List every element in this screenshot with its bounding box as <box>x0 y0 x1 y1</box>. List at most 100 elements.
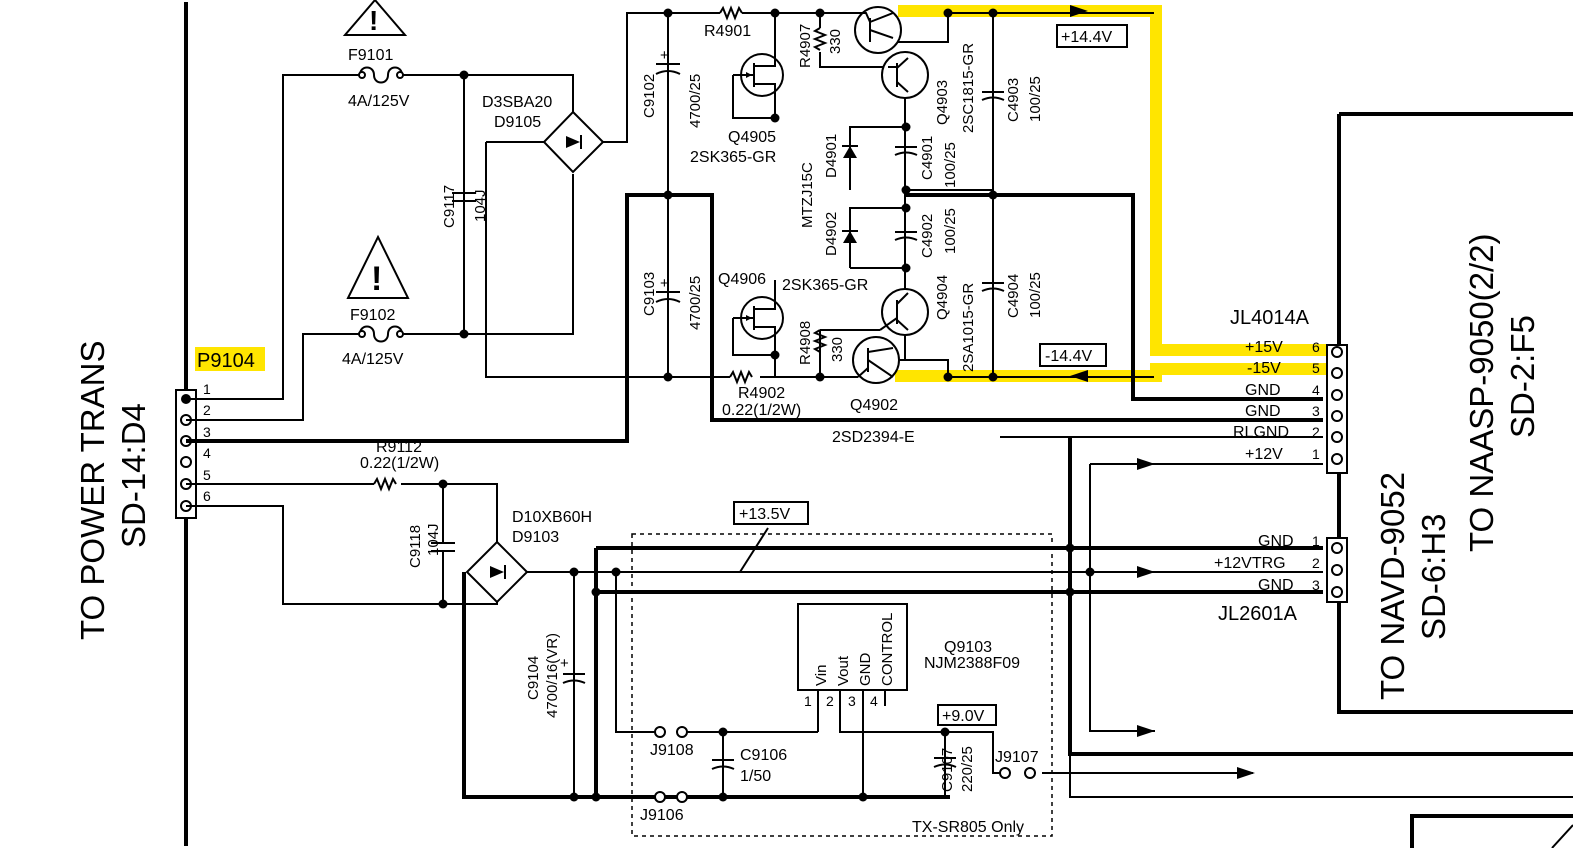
c9107-ref: C9107 <box>939 748 956 792</box>
svg-text:+: + <box>560 655 569 672</box>
c9107-val: 220/25 <box>959 746 976 792</box>
transistor-q4902: Q4902 2SD2394-E <box>832 336 915 446</box>
jl4014a-pin5-name: -15V <box>1247 360 1281 377</box>
p9104-label: P9104 <box>197 350 255 372</box>
r9112-val: 0.22(1/2W) <box>360 455 439 472</box>
c9117-val: 104J <box>472 189 489 222</box>
v135-text: +13.5V <box>739 506 790 523</box>
capacitor-c9118: C9118 104J <box>407 484 455 604</box>
c9106-ref: C9106 <box>740 747 787 764</box>
bottom-right-diagonal <box>1551 824 1573 848</box>
d4901-val: MTZJ15C <box>799 162 816 228</box>
q9103-pinnum-1: 1 <box>804 693 812 709</box>
jumper-j9108: J9108 <box>650 726 694 759</box>
q9103-ref: Q9103 <box>944 639 992 656</box>
capacitor-c9106: C9106 1/50 <box>711 747 787 785</box>
jl4014a-pin6-num: 6 <box>1312 339 1320 355</box>
fuse-f9102: F9102 4A/125V <box>342 307 404 368</box>
q9103-pin-vout: Vout <box>835 655 852 686</box>
resistor-r4902: R4902 0.22(1/2W) <box>722 369 801 419</box>
c4901-ref: C4901 <box>919 136 936 180</box>
warning-icon: ! <box>346 234 410 299</box>
c4902-ref: C4902 <box>919 214 936 258</box>
jl4014a-pin2-name: RLGND <box>1233 424 1289 441</box>
voltage-tag-14n: -14.4V <box>1039 343 1107 367</box>
jl2601a-label: JL2601A <box>1218 603 1298 625</box>
c9103-ref: C9103 <box>641 272 658 316</box>
jl2601a-pin1-num: 1 <box>1312 533 1320 549</box>
r9112-ref: R9112 <box>376 439 422 456</box>
capacitor-c9103: + C9103 4700/25 <box>641 272 704 330</box>
c9118-val: 104J <box>425 523 442 556</box>
arrow-right-icon <box>1237 767 1255 779</box>
connector-jl4014a: JL4014A +15V 6 -15V 5 GND 4 GND 3 RLGND … <box>1230 307 1348 474</box>
p9104-pin-3: 3 <box>203 424 211 440</box>
r4901-ref: R4901 <box>704 23 751 40</box>
capacitor-c4904: C4904 100/25 <box>981 272 1044 318</box>
jumper-j9107: J9107 <box>995 749 1039 779</box>
transistor-top <box>854 6 902 54</box>
jl2601a-pin3-name: GND <box>1258 577 1294 594</box>
r4908-ref: R4908 <box>797 321 814 365</box>
c9102-ref: C9102 <box>641 74 658 118</box>
resistor-r4901: R4901 <box>704 5 751 40</box>
q9103-pin-vin: Vin <box>813 665 830 686</box>
to-naasp-label: TO NAASP-9050(2/2) <box>1463 233 1500 552</box>
jl4014a-pin4-name: GND <box>1245 382 1281 399</box>
bridge-rectifier-d9105: D3SBA20 D9105 <box>482 94 605 174</box>
d9105-ref: D9105 <box>494 114 541 131</box>
c9103-val: 4700/25 <box>687 276 704 330</box>
regulator-ic-q9103: Vin Vout GND CONTROL 1 2 3 4 Q9103 NJM23… <box>797 603 1020 709</box>
q9103-pin-gnd: GND <box>857 653 874 687</box>
fet-q4905: Q4905 2SK365-GR <box>690 53 784 166</box>
v14n-text: -14.4V <box>1045 348 1092 365</box>
sd14-label: SD-14:D4 <box>115 403 152 548</box>
q4902-val: 2SD2394-E <box>832 429 915 446</box>
fet-q4906: Q4906 2SK365-GR <box>718 271 868 340</box>
c9117-ref: C9117 <box>441 185 458 228</box>
jl4014a-pin1-name: +12V <box>1245 446 1283 463</box>
tx-sr805-region <box>631 533 1053 837</box>
c4903-val: 100/25 <box>1027 76 1044 122</box>
connector-jl2601a: GND 1 +12VTRG 2 GND 3 JL2601A <box>1214 533 1348 625</box>
q4903-ref: Q4903 <box>934 80 951 125</box>
arrow-right-icon <box>1137 566 1155 578</box>
to-navd-label: TO NAVD-9052 <box>1374 472 1411 700</box>
to-power-trans-label: TO POWER TRANS <box>74 341 111 640</box>
v14p-text: +14.4V <box>1061 29 1112 46</box>
d9105-val: D3SBA20 <box>482 94 552 111</box>
p9104-pin-5: 5 <box>203 467 211 483</box>
jl2601a-pin3-num: 3 <box>1312 577 1320 593</box>
svg-text:+: + <box>660 275 669 292</box>
jl4014a-pin1-num: 1 <box>1312 446 1320 462</box>
q4905-val: 2SK365-GR <box>690 149 776 166</box>
junction-dots <box>438 8 1095 802</box>
transistor-q4903: Q4903 2SC1815-GR <box>881 43 977 133</box>
v9-text: +9.0V <box>942 708 985 725</box>
c9104-val: 4700/16(VR) <box>544 633 561 718</box>
capacitor-c4903: C4903 100/25 <box>981 76 1044 122</box>
q9103-val: NJM2388F09 <box>924 655 1020 672</box>
capacitor-c4902: C4902 100/25 <box>894 208 959 258</box>
transistor-q4904: Q4904 2SA1015-GR <box>879 275 977 372</box>
j9107-ref: J9107 <box>995 749 1039 766</box>
jl4014a-label: JL4014A <box>1230 307 1310 329</box>
arrow-right-icon <box>1137 725 1155 737</box>
q4903-val: 2SC1815-GR <box>960 43 977 133</box>
capacitor-c9102: + C9102 4700/25 <box>641 47 704 128</box>
c9104-ref: C9104 <box>525 656 542 700</box>
d9103-ref: D9103 <box>512 529 559 546</box>
f9102-val: 4A/125V <box>342 351 404 368</box>
c4904-ref: C4904 <box>1005 274 1022 318</box>
jl4014a-pin5-num: 5 <box>1312 360 1320 376</box>
voltage-tag-9: +9.0V <box>937 704 997 726</box>
q9103-pinnum-2: 2 <box>826 693 834 709</box>
tx-only-label: TX-SR805 Only <box>912 819 1024 836</box>
svg-text:!: ! <box>371 260 382 298</box>
q4902-ref: Q4902 <box>850 397 898 414</box>
resistor-r4908: R4908 330 <box>797 321 846 365</box>
jl2601a-pin2-name: +12VTRG <box>1214 555 1286 572</box>
r4907-ref: R4907 <box>797 24 814 68</box>
j9106-ref: J9106 <box>640 807 684 824</box>
q4906-val: 2SK365-GR <box>782 277 868 294</box>
